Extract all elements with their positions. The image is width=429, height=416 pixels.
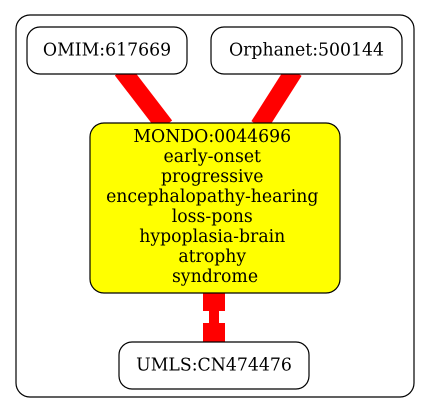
node-mondo-line: progressive <box>161 167 264 187</box>
node-orphanet-box <box>210 26 403 75</box>
node-mondo-label: MONDO:0044696 early-onset progressive en… <box>106 127 324 287</box>
node-mondo-line: syndrome <box>172 267 258 287</box>
cluster-box <box>15 14 415 398</box>
node-mondo-line: encephalopathy-hearing <box>106 187 318 207</box>
edge-orphanet-to-mondo <box>251 66 302 131</box>
node-orphanet-label: Orphanet:500144 <box>229 41 384 61</box>
node-umls-label: UMLS:CN474476 <box>136 356 292 376</box>
node-omim[interactable]: OMIM:617669 <box>26 26 188 75</box>
node-orphanet[interactable]: Orphanet:500144 <box>210 26 403 75</box>
node-omim-box <box>26 26 188 75</box>
node-umls-box <box>118 341 310 390</box>
node-mondo-line: atrophy <box>178 247 246 267</box>
node-mondo-box <box>89 122 341 294</box>
node-mondo-line: hypoplasia-brain <box>139 227 285 247</box>
node-mondo-line: early-onset <box>164 147 262 167</box>
edge-mondo-to-umls <box>203 287 225 347</box>
node-mondo[interactable]: MONDO:0044696 early-onset progressive en… <box>89 122 341 294</box>
node-omim-label: OMIM:617669 <box>43 41 171 61</box>
node-mondo-line: MONDO:0044696 <box>133 127 291 147</box>
node-umls[interactable]: UMLS:CN474476 <box>118 341 310 390</box>
edge-omim-to-mondo <box>114 64 173 132</box>
node-mondo-line: loss-pons <box>172 207 253 227</box>
